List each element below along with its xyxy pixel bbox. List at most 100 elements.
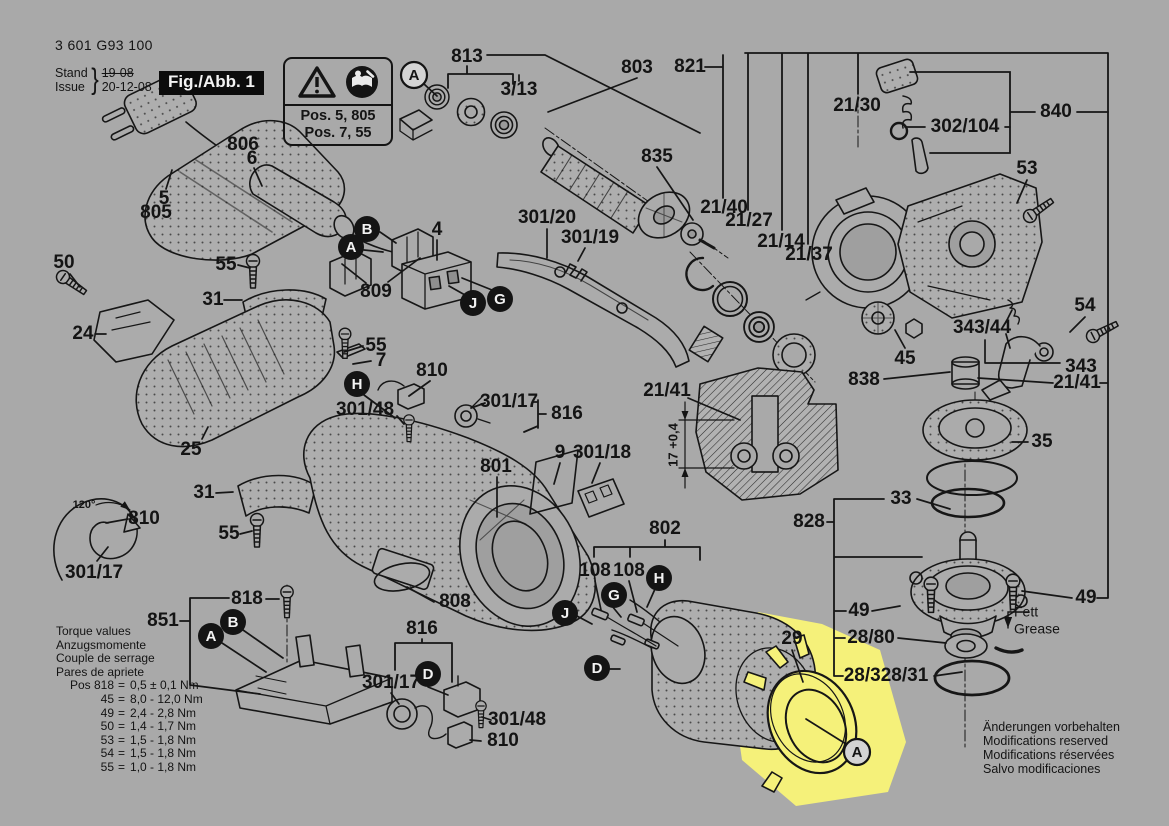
part-label-24-35: 24 (72, 323, 94, 344)
part-label-821-3: 821 (674, 56, 706, 77)
svg-text:J: J (469, 295, 477, 312)
document-number: 3 601 G93 100 (55, 37, 153, 53)
torque-title-line-3: Pares de apriete (56, 664, 145, 679)
part-label-840-13: 840 (1040, 101, 1072, 122)
torque-row-value: 1,5 - 1,8 Nm (130, 746, 197, 761)
callout-a-2: A (338, 234, 364, 260)
part-label-802-55: 802 (649, 518, 681, 539)
bearing-group-813 (399, 84, 518, 141)
svg-text:J: J (561, 605, 569, 622)
part-label-35-19: 35 (1031, 431, 1053, 452)
callout-a-0: A (399, 60, 429, 90)
callout-d-12: D (415, 661, 441, 687)
part-label-6-31: 6 (247, 148, 258, 169)
read-manual-icon (345, 66, 378, 98)
part-label-33-23: 33 (890, 488, 911, 509)
part-label-301-19-6: 301/19 (561, 227, 619, 248)
part-label-54-15: 54 (1074, 295, 1096, 316)
part-label-fett-64: Fett (1014, 604, 1038, 620)
part-label-810-42: 810 (416, 360, 448, 381)
warning-triangle-icon (297, 66, 336, 98)
part-label-301-48-43: 301/48 (336, 399, 394, 420)
bracket-840 (909, 71, 1109, 154)
svg-text:H: H (352, 376, 363, 393)
part-label-813-0: 813 (451, 46, 483, 67)
part-label-851-58: 851 (147, 610, 179, 631)
torque-row-value: 1,5 - 1,8 Nm (130, 732, 197, 747)
clutch-washer-stack (685, 256, 816, 377)
torque-row-value: 2,4 - 2,8 Nm (130, 705, 197, 720)
figure-title-badge: Fig./Abb. 1 (159, 71, 264, 95)
torque-title-line-0: Torque values (56, 624, 131, 638)
armature-835 (540, 137, 716, 250)
torque-row-equals: = (118, 678, 126, 693)
leaders-housing-center (406, 228, 601, 603)
gear-section-view (695, 367, 839, 501)
svg-text:D: D (423, 666, 434, 683)
leaders-spindle-group (871, 498, 1073, 677)
screw-55-bottom-left (249, 512, 265, 548)
leaders-816-bottom (390, 686, 492, 742)
part-label-108-56: 108 (579, 560, 611, 581)
screw-818 (280, 585, 294, 619)
part-label-4-39: 4 (432, 219, 443, 240)
brush-holder-bottom-group (386, 675, 481, 749)
torque-row-value: 1,0 - 1,8 Nm (130, 759, 197, 774)
part-label-301-48-62: 301/48 (488, 709, 546, 730)
torque-row-5: 54=1,5 - 1,8 Nm (56, 747, 203, 761)
part-label-53-14: 53 (1016, 158, 1037, 179)
leaders-gear-train (687, 329, 1029, 443)
callout-g-9: G (601, 582, 627, 608)
part-label-55-48: 55 (218, 523, 240, 544)
dimension-17-04 (678, 401, 735, 489)
leaders-851-ab (221, 629, 284, 673)
leaders-left-column (69, 167, 263, 562)
torque-row-equals: = (118, 759, 126, 774)
screw-301-48-bottom (475, 700, 487, 729)
label-sticker-9 (529, 449, 579, 515)
structure-rails-top (704, 52, 1109, 599)
part-label-7-41: 7 (376, 350, 387, 371)
torque-row-6: 55 = 1,0 - 1,8 Nm (56, 759, 203, 775)
callout-j-3: J (460, 290, 486, 316)
svg-text:A: A (206, 628, 217, 645)
brace-glyph: } (90, 63, 99, 96)
part-label-49-25: 49 (848, 600, 869, 621)
part-label-17-0-4-66: 17 +0,4 (665, 422, 680, 467)
clip-301-18 (577, 478, 625, 518)
part-label-801-51: 801 (480, 456, 512, 477)
torque-row-value: 0,5 ± 0,1 Nm (130, 678, 199, 693)
part-label-301-20-5: 301/20 (518, 207, 576, 228)
svg-text:A: A (409, 67, 420, 84)
gear-head-housing (897, 173, 1043, 319)
svg-text:B: B (362, 221, 373, 238)
bracket-813 (447, 65, 514, 89)
footer-note-line-1: Modifications reserved (983, 733, 1109, 748)
torque-row-pos: 55 (100, 759, 114, 774)
spindle-lock-parts-21-30 (875, 58, 929, 175)
o-ring-28-328-31 (933, 659, 1011, 697)
bracket-828 (826, 498, 923, 677)
washer-28-80 (944, 633, 988, 659)
o-ring-33 (930, 487, 1006, 519)
part-label-5-32: 5 (159, 188, 170, 209)
svg-text:G: G (608, 587, 620, 604)
part-label-21-41-22: 21/41 (643, 380, 691, 401)
part-label-grease-65: Grease (1014, 621, 1060, 637)
part-label-55-40: 55 (365, 335, 387, 356)
part-label-28-80-27: 28/80 (847, 627, 895, 648)
old-issue-date: 19-08 (101, 66, 134, 80)
grease-dab (994, 646, 1024, 654)
stand-label: Stand (55, 66, 88, 80)
grease-pointer (1003, 611, 1030, 629)
spindle-flange-828 (909, 531, 1028, 644)
part-label-50-34: 50 (53, 252, 74, 273)
part-label-343-44-16: 343/44 (953, 317, 1012, 338)
torque-row-1: 45=8,0 - 12,0 Nm (56, 692, 203, 707)
torque-row-equals: = (118, 746, 126, 761)
warning-pos-line-1: Pos. 5, 805 (300, 108, 376, 124)
